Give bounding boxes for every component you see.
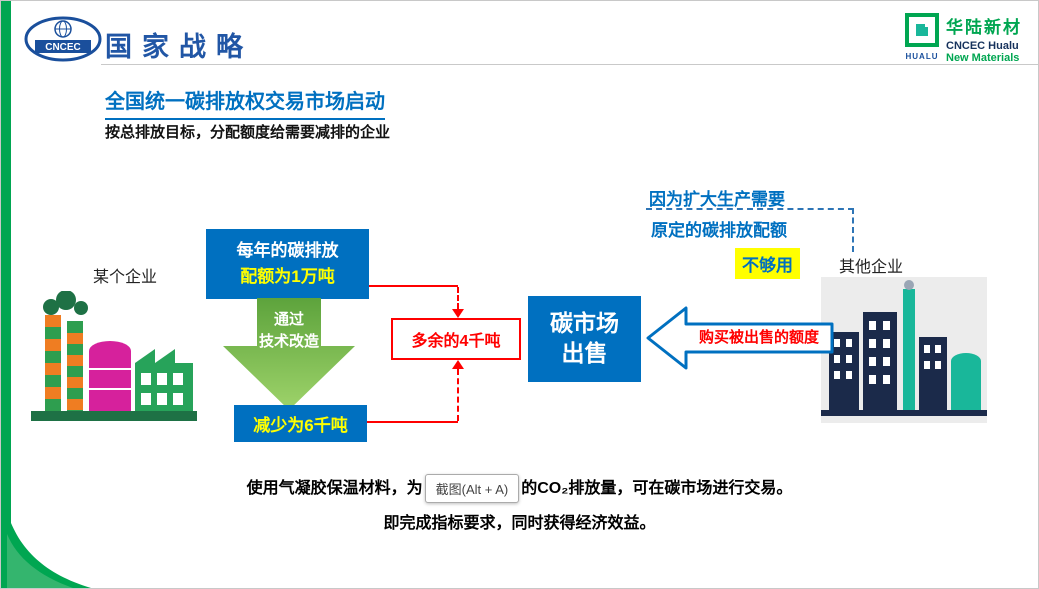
- hualu-name-en-line2: New Materials: [946, 52, 1020, 64]
- surplus-quota-box: 多余的4千吨: [391, 318, 521, 360]
- reduced-emission-box: 减少为6千吨: [234, 405, 367, 442]
- quota-line2: 配额为1万吨: [240, 267, 335, 286]
- red-arrowhead-down-icon: [452, 309, 464, 318]
- footer-line1-after: 的CO₂排放量，可在碳市场进行交易。: [521, 480, 793, 497]
- blue-dashed-line-vertical: [852, 208, 854, 252]
- screenshot-tooltip-button[interactable]: 截图(Alt + A): [424, 474, 520, 504]
- not-enough-badge: 不够用: [735, 248, 800, 279]
- annual-quota-box: 每年的碳排放 配额为1万吨: [206, 229, 369, 299]
- hualu-logo: HUALU 华陆新材 CNCEC Hualu New Materials: [905, 13, 1022, 64]
- slide-subtitle: 按总排放目标，分配额度给需要减排的企业: [105, 124, 391, 141]
- left-green-strip: [1, 1, 11, 588]
- quota-line1: 每年的碳排放: [236, 240, 339, 260]
- hualu-brand-text: 华陆新材 CNCEC Hualu New Materials: [946, 13, 1022, 64]
- factory-illustration-left: [31, 290, 197, 431]
- bottom-left-corner-decoration: [7, 512, 91, 588]
- hualu-name-cn: 华陆新材: [946, 18, 1022, 37]
- cncec-globe-icon: CNCEC: [24, 16, 102, 62]
- down-arrow-shape: [223, 298, 355, 410]
- process-arrow-line1: 通过: [273, 311, 304, 328]
- red-dashed-arrow-up: [457, 369, 459, 421]
- market-box-line1: 碳市场: [550, 310, 619, 337]
- market-box-line2: 出售: [561, 340, 608, 366]
- header-divider: [101, 64, 1038, 65]
- left-arrow-shape: [646, 306, 834, 370]
- left-company-label: 某个企业: [93, 269, 158, 286]
- reason-text-line2: 原定的碳排放配额: [651, 221, 787, 240]
- red-arrowhead-up-icon: [452, 360, 464, 369]
- process-arrow-text: 通过 技术改造: [223, 309, 355, 353]
- hualu-icon-label: HUALU: [905, 52, 939, 61]
- cncec-logo-text: CNCEC: [45, 42, 81, 53]
- factory-illustration-right: [821, 277, 987, 423]
- buy-quota-arrow: 购买被出售的额度: [646, 304, 834, 372]
- factory-left-icon: [31, 290, 197, 421]
- buy-arrow-label: 购买被出售的额度: [698, 329, 819, 346]
- red-dashed-arrow-down: [457, 287, 459, 309]
- right-company-label: 其他企业: [839, 259, 904, 276]
- slide-title: 全国统一碳排放权交易市场启动: [105, 85, 385, 120]
- carbon-market-box: 碳市场 出售: [528, 296, 641, 382]
- process-arrow-line2: 技术改造: [258, 333, 319, 350]
- factory-right-icon: [821, 280, 987, 416]
- hualu-logo-icon-wrap: HUALU: [905, 13, 939, 61]
- red-line-top: [369, 285, 458, 287]
- hualu-name-en-line1: CNCEC Hualu: [946, 40, 1019, 52]
- blue-dashed-line-horizontal: [646, 208, 854, 210]
- red-line-bottom: [367, 421, 458, 423]
- footer-line1: 使用气凝胶保温材料，为截图(Alt + A)的CO₂排放量，可在碳市场进行交易。: [1, 474, 1038, 504]
- page-header-title: 国家战略: [105, 32, 253, 63]
- reason-text-line1: 因为扩大生产需要: [649, 190, 785, 209]
- cncec-logo: CNCEC: [23, 15, 103, 65]
- footer-line2: 即完成指标要求，同时获得经济效益。: [383, 515, 656, 532]
- footer-line1-before: 使用气凝胶保温材料，为: [246, 480, 423, 497]
- process-down-arrow: 通过 技术改造: [223, 298, 355, 410]
- hualu-logo-icon: [905, 13, 939, 47]
